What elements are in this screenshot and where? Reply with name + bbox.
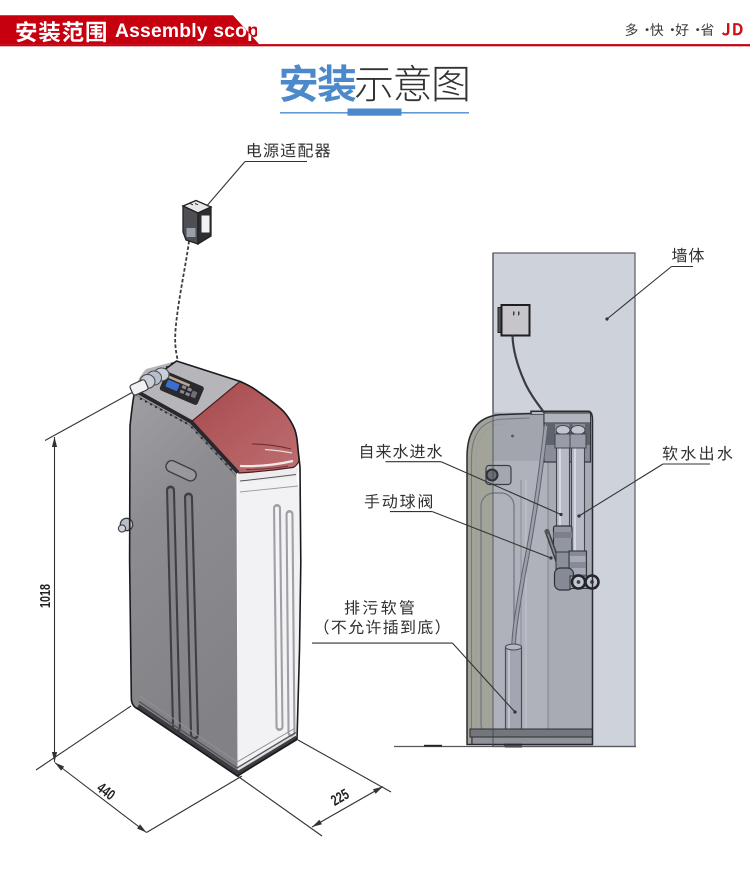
svg-text:225: 225 [328, 785, 352, 809]
svg-text:1018: 1018 [36, 584, 53, 608]
svg-text:440: 440 [94, 779, 119, 804]
svg-text:Assembly scope: Assembly scope [115, 21, 270, 42]
